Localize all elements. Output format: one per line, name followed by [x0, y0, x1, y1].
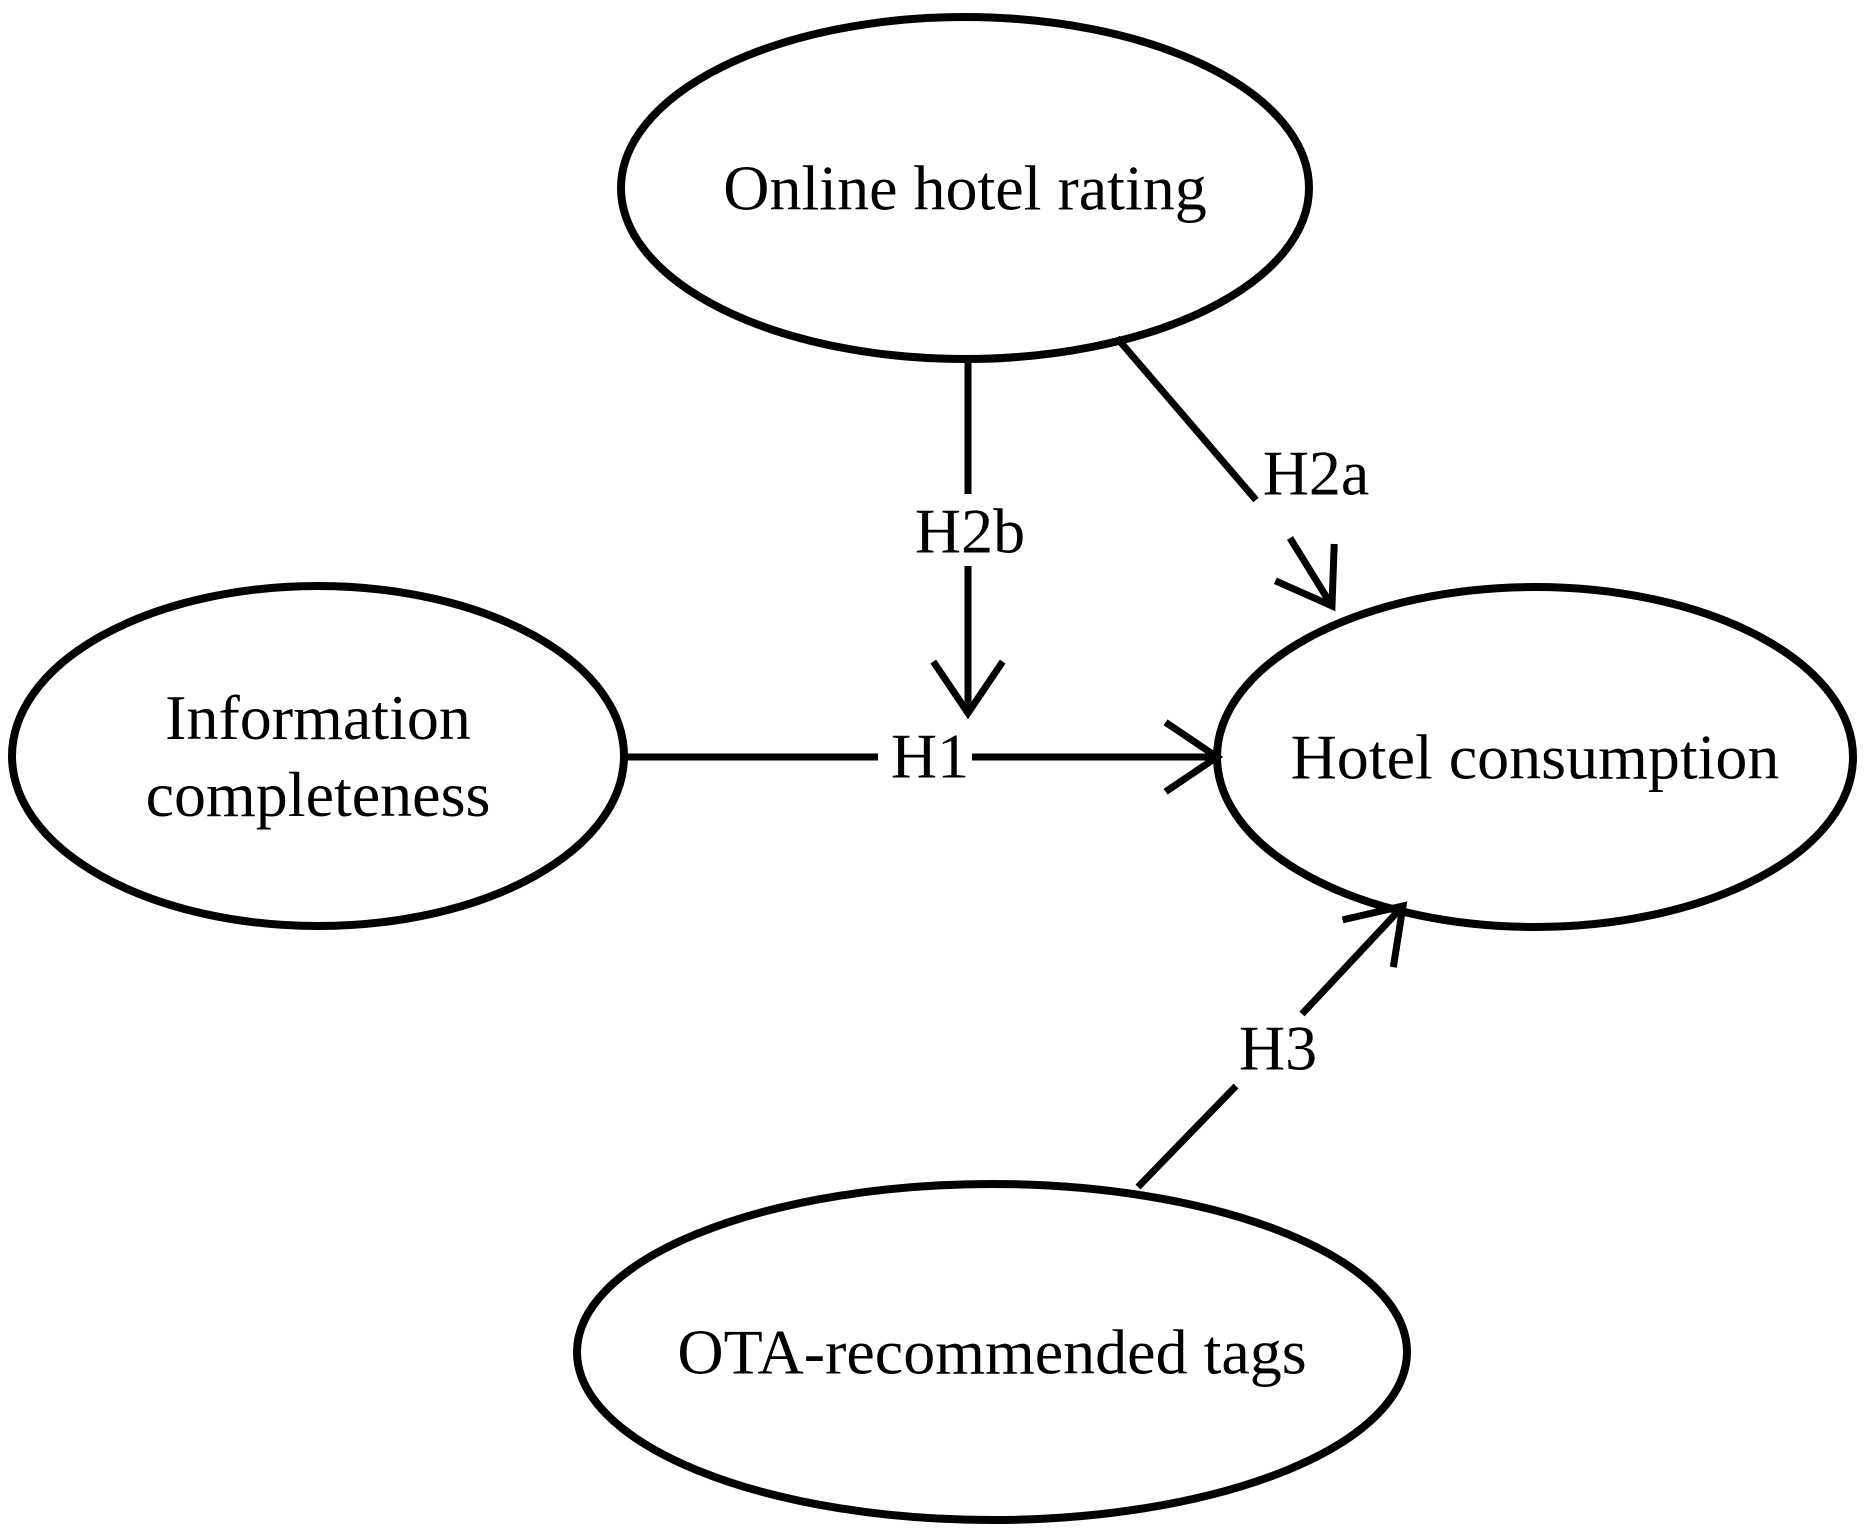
edge-label-h2a: H2a — [1263, 438, 1370, 509]
node-label-line: Information — [165, 682, 471, 753]
node-hotel-consumption: Hotel consumption — [1213, 583, 1857, 931]
edge-label-h1: H1 — [891, 721, 969, 792]
node-label-hotel-consumption: Hotel consumption — [1291, 722, 1780, 793]
arrowhead-h2a — [1273, 543, 1338, 612]
edge-label-h3: H3 — [1239, 1013, 1317, 1084]
edge-line-h2a — [1114, 335, 1259, 503]
node-label-line: OTA-recommended tags — [677, 1317, 1306, 1388]
edge-h3: H3 — [1135, 901, 1408, 1190]
node-ellipse-online-hotel-rating — [617, 13, 1313, 363]
node-label-line: Online hotel rating — [723, 153, 1206, 224]
edge-h2a: H2a — [1114, 335, 1370, 612]
node-ota-recommended-tags: OTA-recommended tags — [573, 1180, 1411, 1524]
node-label-online-hotel-rating: Online hotel rating — [723, 153, 1206, 224]
edge-label-h2b: H2b — [915, 496, 1025, 567]
node-label-ota-recommended-tags: OTA-recommended tags — [677, 1317, 1306, 1388]
node-ellipse-ota-recommended-tags — [573, 1180, 1411, 1524]
edge-line-h3 — [1135, 1083, 1239, 1190]
node-label-line: completeness — [146, 759, 491, 830]
node-ellipse-information-completeness — [8, 582, 628, 930]
edge-h2b: H2b — [915, 360, 1025, 720]
node-label-line: Hotel consumption — [1291, 722, 1780, 793]
arrowhead-h3 — [1341, 901, 1408, 968]
edge-h1: H1 — [624, 719, 1224, 795]
edge-line-h2a — [1287, 536, 1335, 608]
node-online-hotel-rating: Online hotel rating — [617, 13, 1313, 363]
edge-line-h3 — [1299, 903, 1406, 1017]
arrowhead-h2b — [930, 659, 1006, 720]
arrowhead-h1 — [1163, 719, 1224, 795]
